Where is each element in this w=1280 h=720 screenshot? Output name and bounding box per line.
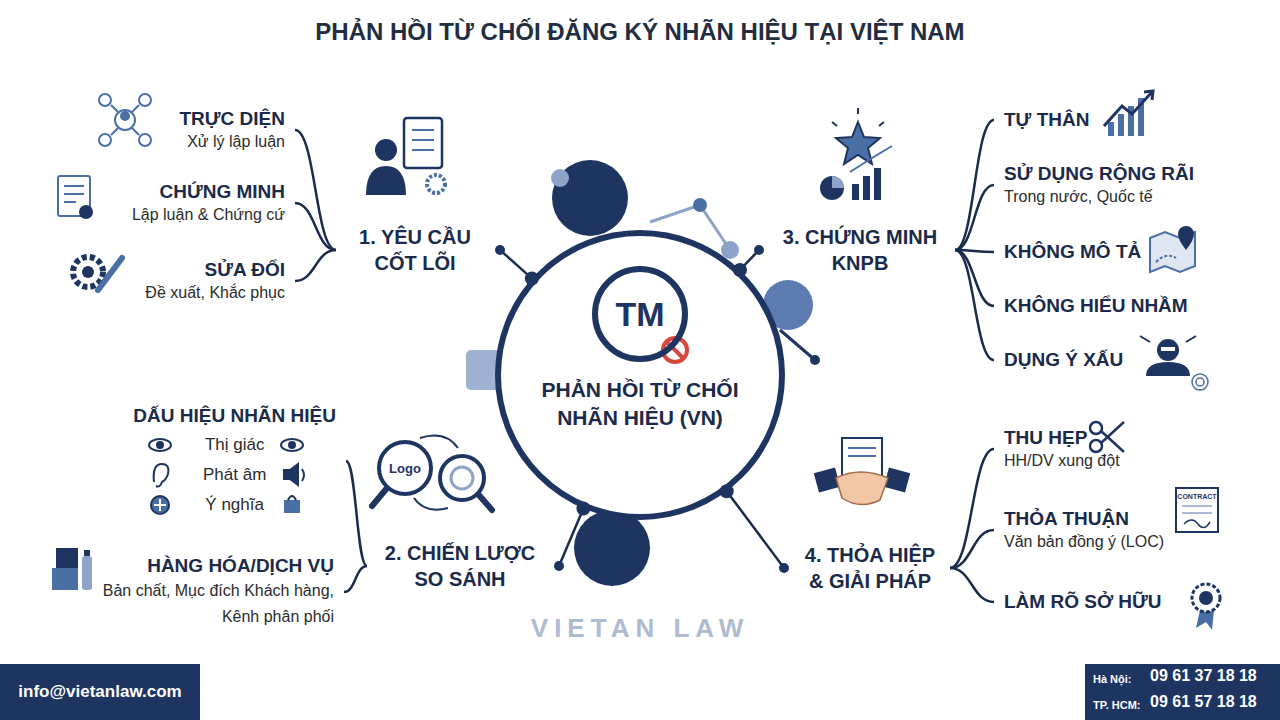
leaf-item: TRỰC DIỆNXử lý lập luận (176, 105, 289, 155)
leaf-item: CHỨNG MINHLập luận & Chứng cứ (128, 178, 289, 228)
node-body: Xử lý lập luận (180, 131, 285, 153)
node-heading: DẤU HIỆU NHÃN HIỆU (133, 402, 336, 430)
branch-connector (955, 250, 994, 360)
node-heading: 4. THỎA HIỆP & GIẢI PHÁP (798, 542, 942, 594)
node-heading: HÀNG HÓA/DỊCH VỤ (99, 554, 334, 578)
gear-pencil-icon (73, 257, 122, 290)
magnifier-icon (372, 436, 492, 510)
goods-icon (52, 548, 92, 590)
leaf-item: LÀM RÕ SỞ HỮU (1000, 588, 1166, 616)
branch-label: 2. CHIẾN LƯỢC SO SÁNH (371, 538, 549, 594)
branch-connector (559, 508, 583, 566)
branch-connector (950, 568, 994, 602)
network-icon (99, 94, 151, 146)
branch-label: 1. YÊU CẦU CỐT LÕI (340, 222, 490, 278)
branch-connector (955, 185, 994, 250)
center-circle: TM PHẢN HỒI TỪ CHỐI NHÃN HIỆU (VN) (495, 230, 785, 520)
node-heading: CHỨNG MINH (132, 180, 285, 204)
node-heading: 1. YÊU CẦU CỐT LÕI (344, 224, 486, 276)
branch-connector (344, 566, 367, 592)
junction-dot (495, 245, 505, 255)
map-icon (1150, 226, 1195, 272)
leaf-item: DẤU HIỆU NHÃN HIỆUThị giácPhát âmÝ nghĩa (129, 400, 340, 522)
watermark: VIETAN LAW (531, 613, 749, 644)
node-heading: DỤNG Ý XẤU (1004, 348, 1123, 372)
node-body: Văn bản đồng ý (LOC) (1004, 531, 1164, 553)
leaf-item: SỬA ĐỔIĐề xuất, Khắc phục (141, 256, 289, 306)
junction-dot (576, 501, 590, 515)
leaf-item: HÀNG HÓA/DỊCH VỤBản chất, Mục đích Khách… (95, 552, 338, 632)
junction-dot (779, 563, 789, 573)
contract-text: CONTRACT (1177, 493, 1216, 500)
logo-text: Logo (389, 461, 421, 476)
node-heading: TỰ THÂN (1004, 108, 1089, 132)
junction-dot (720, 484, 734, 498)
branch-connector (950, 530, 994, 568)
center-disk (498, 233, 782, 517)
prohibited-sign (663, 338, 687, 362)
decor-blobs (466, 160, 820, 586)
junction-dot (525, 271, 539, 285)
leaf-item: KHÔNG HIỂU NHẦM (1000, 292, 1192, 320)
footer-email: info@vietanlaw.com (18, 682, 181, 702)
footer-bar (0, 664, 200, 720)
branch-label: 4. THỎA HIỆP & GIẢI PHÁP (794, 540, 946, 596)
node-body: HH/DV xung đột (1004, 450, 1120, 472)
bad-faith-icon (1140, 336, 1208, 390)
junction-dot (733, 263, 747, 277)
branch-connector (346, 461, 367, 566)
branch-connector (295, 130, 336, 250)
node-heading: TRỰC DIỆN (180, 107, 285, 131)
center-title: PHẢN HỒI TỪ CHỐI NHÃN HIỆU (VN) (525, 376, 755, 432)
branch-connector (727, 491, 784, 568)
leaf-item: DỤNG Ý XẤU (1000, 346, 1127, 374)
scissors-icon (1090, 422, 1124, 452)
node-heading: THU HẸP (1004, 426, 1120, 450)
node-body: Lập luận & Chứng cứ (132, 204, 285, 226)
handshake-icon (814, 438, 910, 505)
node-heading: SỬ DỤNG RỘNG RÃI (1004, 162, 1194, 186)
footer-phone: 09 61 37 18 18 (1150, 667, 1257, 685)
footer-city: TP. HCM: (1093, 699, 1140, 711)
star-chart-icon (820, 108, 892, 200)
growth-icon (1104, 91, 1153, 136)
junction-dot (754, 245, 764, 255)
branch-connector (955, 120, 994, 250)
node-body: Phát âm (133, 460, 336, 490)
branch-connector (950, 449, 994, 568)
branch-connector (295, 250, 336, 281)
leaf-item: THỎA THUẬNVăn bản đồng ý (LOC) (1000, 505, 1168, 555)
branch-connector (295, 203, 336, 250)
node-heading: KHÔNG HIỂU NHẦM (1004, 294, 1188, 318)
leaf-item: THU HẸPHH/DV xung đột (1000, 424, 1124, 474)
node-body: Bản chất, Mục đích Khách hàng, Kênh phân… (99, 578, 334, 630)
branch-label: 3. CHỨNG MINH KNPB (769, 222, 951, 278)
node-body: Trong nước, Quốc tế (1004, 186, 1194, 208)
node-body: Thị giác (133, 430, 336, 460)
branch-connector (955, 250, 994, 306)
node-body: Ý nghĩa (133, 490, 336, 520)
tm-symbol: TM (592, 266, 688, 362)
node-heading: LÀM RÕ SỞ HỮU (1004, 590, 1162, 614)
node-heading: SỬA ĐỔI (145, 258, 285, 282)
node-body: Đề xuất, Khắc phục (145, 282, 285, 304)
leaf-item: TỰ THÂN (1000, 106, 1093, 134)
junction-dot (554, 561, 564, 571)
document-icon (58, 176, 93, 219)
node-heading: THỎA THUẬN (1004, 507, 1164, 531)
leaf-item: KHÔNG MÔ TẢ (1000, 238, 1145, 266)
footer-city: Hà Nội: (1093, 673, 1132, 685)
node-heading: KHÔNG MÔ TẢ (1004, 240, 1141, 264)
node-heading: 3. CHỨNG MINH KNPB (773, 224, 947, 276)
footer-phone: 09 61 57 18 18 (1150, 693, 1257, 711)
contract-icon (1176, 488, 1218, 532)
person-clipboard-icon (366, 118, 445, 195)
leaf-item: SỬ DỤNG RỘNG RÃITrong nước, Quốc tế (1000, 160, 1198, 210)
badge-icon (1192, 584, 1220, 630)
footer-bar (1085, 664, 1280, 720)
diagram-title: PHẢN HỒI TỪ CHỐI ĐĂNG KÝ NHÃN HIỆU TẠI V… (0, 18, 1280, 46)
node-heading: 2. CHIẾN LƯỢC SO SÁNH (375, 540, 545, 592)
